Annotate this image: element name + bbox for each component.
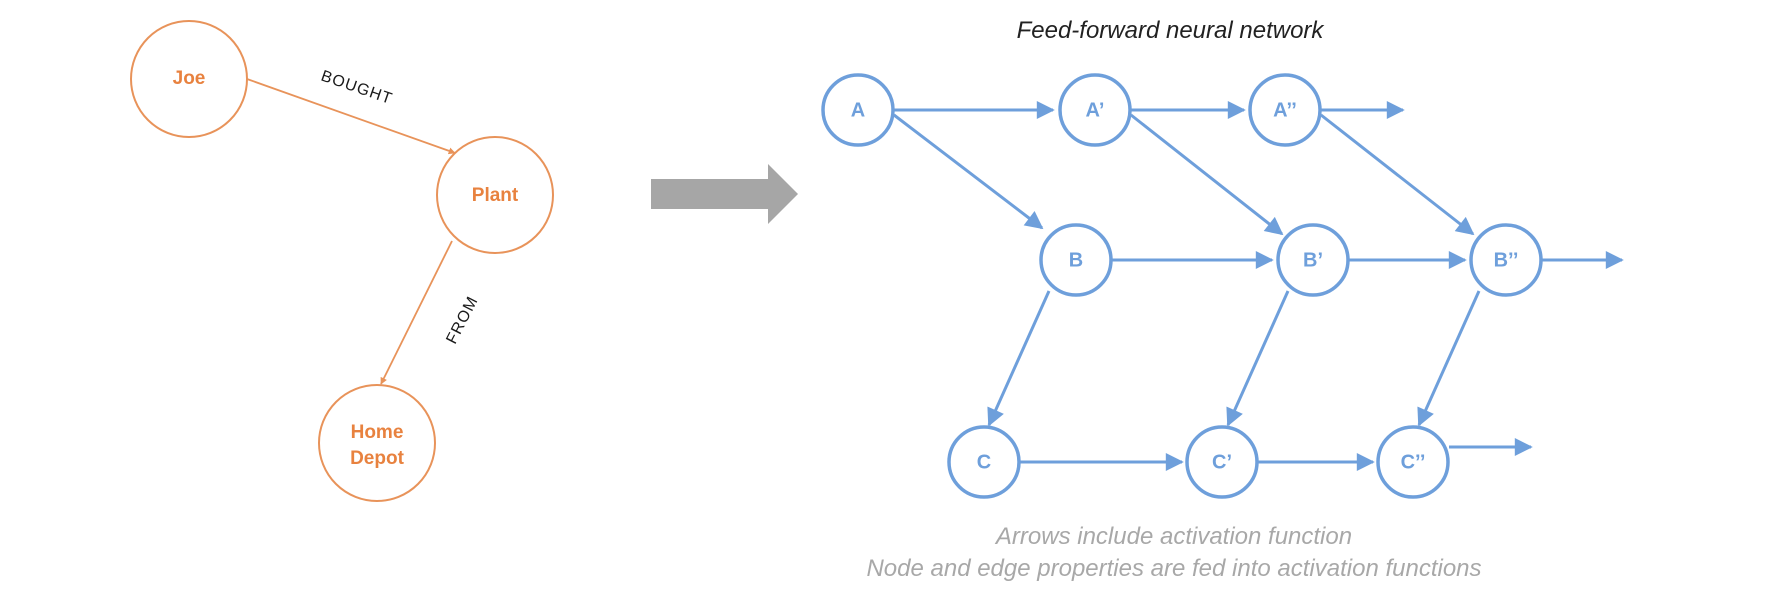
node-plant-label: Plant [472, 185, 519, 206]
edge-from-arrow [380, 240, 453, 385]
node-c-label: C [977, 451, 991, 473]
edge-a-b [893, 113, 1044, 230]
edge-b2-c2 [1417, 290, 1481, 427]
node-home-depot: Home Depot [318, 384, 436, 502]
node-c-prime: C’ [1185, 425, 1259, 499]
node-b-label: B [1069, 249, 1083, 271]
caption-line-1: Arrows include activation function [994, 523, 1352, 550]
node-a-label: A [851, 99, 865, 121]
node-b-prime: B’ [1276, 223, 1350, 297]
node-c: C [947, 425, 1021, 499]
node-plant: Plant [436, 136, 554, 254]
edge-b1-c1 [1226, 290, 1290, 427]
node-a-prime-label: A’ [1086, 99, 1105, 121]
caption-line-2: Node and edge properties are fed into ac… [866, 555, 1481, 582]
edge-a1-b1 [1130, 113, 1284, 236]
node-home-depot-label-line2: Depot [350, 448, 405, 469]
edge-a2-b2 [1320, 113, 1475, 236]
node-home-depot-label-line1: Home [351, 422, 404, 443]
node-b-double-prime-label: B’’ [1494, 249, 1519, 271]
node-b: B [1039, 223, 1113, 297]
node-a: A [821, 73, 895, 147]
edge-bought-arrow [246, 78, 456, 155]
node-b-double-prime: B’’ [1469, 223, 1543, 297]
edge-label-from: FROM [443, 294, 481, 347]
node-a-prime: A’ [1058, 73, 1132, 147]
network-title: Feed-forward neural network [1017, 17, 1326, 44]
edge-label-bought: BOUGHT [319, 68, 395, 108]
property-graph: BOUGHT FROM Joe Plant Home Depot [130, 20, 554, 502]
right-arrow-icon [651, 164, 798, 224]
node-a-double-prime: A’’ [1248, 73, 1322, 147]
neural-network: Feed-forward neural network A A’ [821, 17, 1624, 582]
node-joe-label: Joe [173, 68, 206, 89]
node-a-double-prime-label: A’’ [1273, 99, 1297, 121]
node-c-double-prime: C’’ [1376, 425, 1450, 499]
node-b-prime-label: B’ [1303, 249, 1323, 271]
node-joe: Joe [130, 20, 248, 138]
node-c-prime-label: C’ [1212, 451, 1232, 473]
node-c-double-prime-label: C’’ [1401, 451, 1426, 473]
edge-b-c [987, 290, 1051, 427]
